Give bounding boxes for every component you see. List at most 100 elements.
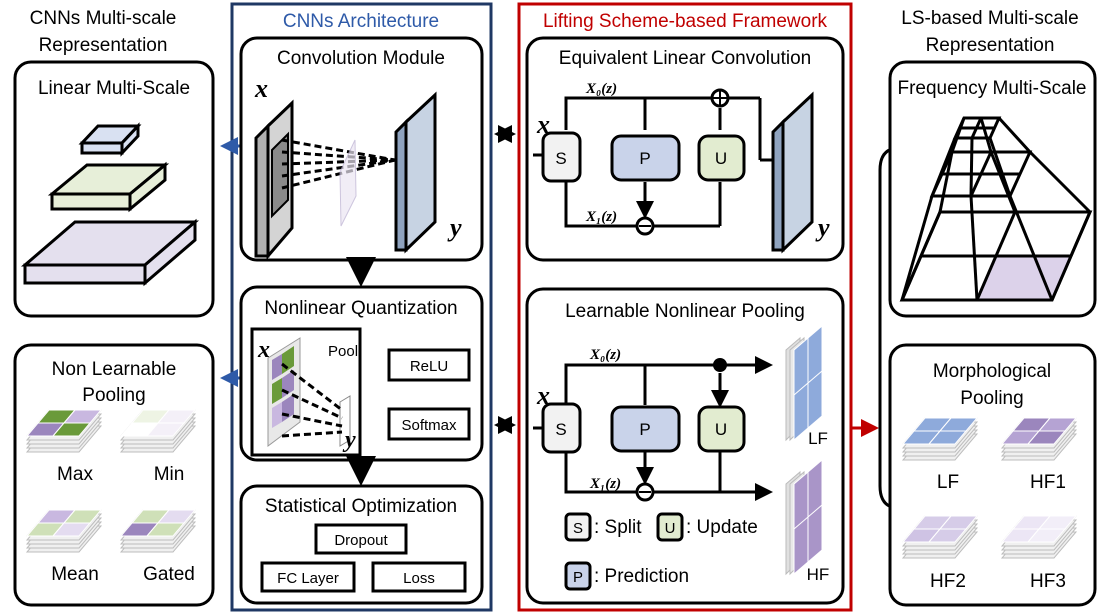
ls-multiscale-title-1: LS-based Multi-scale	[901, 8, 1078, 29]
cnn-multiscale-title-1: CNNs Multi-scale	[30, 8, 177, 29]
loss-label: Loss	[403, 570, 435, 587]
lift-top-update-label: U	[715, 149, 727, 168]
mean-pool-stack-cell	[51, 522, 92, 537]
hf3-band-stack-cell	[1026, 528, 1067, 543]
legend-update-text: : Update	[686, 517, 758, 538]
conv-y-label: y	[447, 213, 462, 242]
pool-dashed-lines	[281, 362, 343, 438]
hf-stack	[785, 458, 823, 576]
relu-box	[387, 348, 471, 382]
non-learnable-label-2: Pooling	[82, 385, 145, 406]
lift-top-plus-icon	[712, 90, 728, 106]
pool-label-gated: Gated	[143, 564, 195, 585]
legend-split-box	[564, 512, 592, 542]
cnn-multiscale-title-2: Representation	[39, 35, 168, 56]
pool-label-min: Min	[154, 464, 185, 485]
hf1-band-stack-cell	[1026, 430, 1067, 445]
softmax-box	[387, 407, 471, 441]
non-learnable-label-1: Non Learnable	[52, 359, 177, 380]
hf2-band-stack	[901, 515, 979, 559]
lift-bottom-predict-label: P	[639, 420, 650, 439]
softmax-label: Softmax	[401, 417, 457, 434]
lift-bottom-update-block	[697, 405, 746, 453]
band-label-hf2: HF2	[930, 571, 966, 592]
lift-bottom-x1-label: X₁(z)	[589, 476, 621, 492]
legend-update-box	[656, 512, 684, 542]
convolution-module-label: Convolution Module	[277, 48, 445, 69]
lifting-framework-frame	[517, 2, 853, 612]
lift-top-predict-label: P	[639, 149, 650, 168]
gated-pool-stack-cell	[145, 522, 186, 537]
pool-x-label: x	[257, 337, 270, 363]
output-feature-map	[394, 91, 437, 254]
lf-label: LF	[808, 429, 828, 448]
lift-top-predict-block	[610, 134, 681, 182]
band-label-hf1: HF1	[1030, 472, 1066, 493]
cnn-architecture-frame	[230, 2, 493, 612]
lift-bottom-x0-label: X₀(z)	[589, 347, 621, 363]
nonlinear-quantization-label: Nonlinear Quantization	[264, 298, 457, 319]
frequency-multiscale-label: Frequency Multi-Scale	[897, 78, 1086, 99]
fc-layer-label: FC Layer	[277, 570, 339, 587]
morphological-label-1: Morphological	[933, 361, 1051, 382]
kernel-plane	[339, 139, 357, 227]
lift-bottom-update-label: U	[715, 420, 727, 439]
lift-bottom-add-node	[713, 358, 727, 372]
conv-x-label: x	[254, 74, 268, 103]
legend-prediction-letter: P	[573, 569, 583, 586]
lift-top-wires	[533, 96, 772, 228]
lift-bottom-x-label: x	[536, 381, 550, 410]
morphological-label-2: Pooling	[960, 388, 1023, 409]
dropout-box	[314, 523, 408, 555]
convolution-kernel-lines	[281, 138, 396, 190]
lf-stack	[785, 324, 823, 442]
hf-label: HF	[807, 565, 830, 584]
linear-multiscale-label: Linear Multi-Scale	[38, 78, 190, 99]
loss-box	[371, 561, 467, 593]
lift-bottom-predict-block	[610, 405, 681, 453]
ls-multiscale-title-2: Representation	[926, 35, 1055, 56]
lift-output-feature-map	[771, 91, 814, 254]
lift-top-x0-label: X₀(z)	[585, 81, 617, 97]
legend-prediction-box	[564, 561, 592, 591]
hf1-band-stack	[1000, 417, 1078, 461]
pool-y-label: y	[342, 427, 356, 453]
lift-top-split-block	[541, 131, 582, 183]
legend-prediction-text: : Prediction	[594, 566, 689, 587]
pool-label: Pool	[328, 343, 358, 360]
lift-top-update-block	[697, 134, 746, 182]
max-pool-stack	[25, 409, 103, 453]
lf-band-stack	[901, 417, 979, 461]
pool-label-mean: Mean	[51, 564, 99, 585]
input-feature-map	[254, 99, 294, 261]
pool-stacks	[25, 409, 197, 553]
max-pool-stack-cell	[51, 422, 92, 437]
band-stacks	[901, 417, 1078, 559]
lift-bottom-wires	[533, 356, 773, 501]
lift-top-split-label: S	[555, 149, 566, 168]
lift-bottom-split-block	[541, 402, 582, 454]
lift-top-x-label: x	[536, 110, 550, 139]
pool-label-max: Max	[57, 464, 93, 485]
min-pool-stack-cell	[145, 422, 186, 437]
equivalent-conv-panel	[525, 36, 845, 262]
equivalent-conv-label: Equivalent Linear Convolution	[559, 48, 811, 69]
dropout-label: Dropout	[334, 532, 388, 549]
legend-split-text: : Split	[594, 517, 642, 538]
hf2-band-stack-cell	[927, 528, 968, 543]
hf3-band-stack	[1000, 515, 1078, 559]
lift-bottom-split-label: S	[555, 420, 566, 439]
lift-top-x1-label: X₁(z)	[585, 209, 617, 225]
fc-layer-box	[260, 561, 356, 593]
right-bracket	[878, 146, 897, 510]
lf-band-stack-cell	[927, 430, 968, 445]
learnable-pooling-label: Learnable Nonlinear Pooling	[565, 301, 805, 322]
band-label-hf3: HF3	[1030, 571, 1066, 592]
legend-split-letter: S	[573, 520, 583, 537]
lift-top-y-label: y	[815, 213, 830, 242]
lifting-framework-title: Lifting Scheme-based Framework	[543, 11, 828, 32]
gated-pool-stack	[119, 509, 197, 553]
mean-pool-stack	[25, 509, 103, 553]
pyramid-slabs	[20, 122, 200, 287]
